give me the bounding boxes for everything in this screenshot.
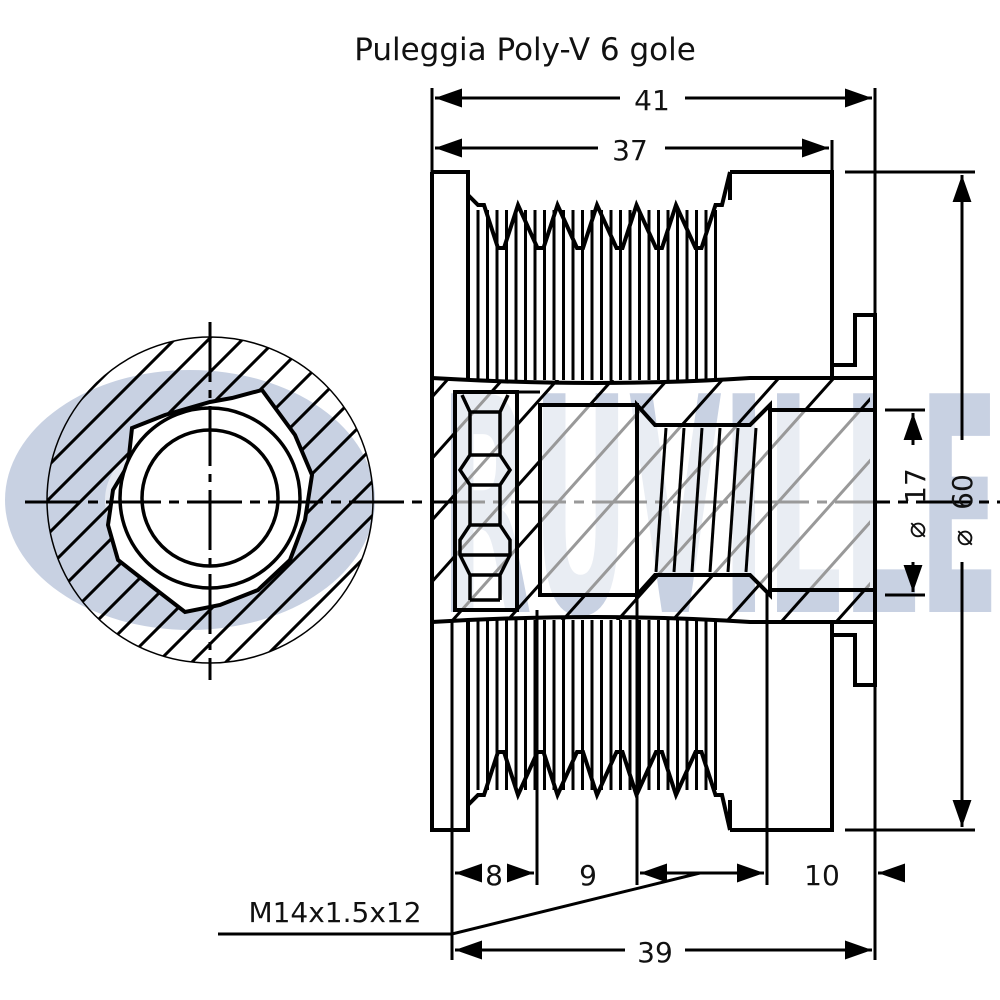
hatch-line [186, 337, 373, 663]
thread-line [726, 427, 740, 573]
spline-detail [457, 394, 513, 602]
bore-rear [768, 408, 877, 592]
hatch-line [47, 337, 284, 663]
thread-line [708, 427, 722, 573]
groove-lines [476, 210, 717, 790]
dim-thread-length: 9 [579, 859, 597, 892]
thread-leader [218, 871, 701, 936]
thread-line [690, 427, 704, 573]
dim-hub-length: 39 [637, 936, 673, 969]
side-view [430, 170, 877, 832]
hatch-line [118, 337, 373, 663]
thread-line [672, 427, 686, 573]
thread-spec-label: M14x1.5x12 [248, 896, 421, 929]
hatch-line [220, 337, 373, 663]
hatch-line [47, 337, 216, 663]
thread-lines [654, 427, 758, 573]
hub-section [430, 375, 877, 625]
front-recess [453, 390, 519, 612]
hatch-line [152, 337, 373, 663]
thread-line [744, 427, 758, 573]
dim-front-depth: 8 [485, 859, 503, 892]
dimensions: 41 37 ⌀ 60 ⌀ 17 8 9 10 M14x1.5x1 [218, 84, 979, 969]
drawing-title: Puleggia Poly-V 6 gole [354, 32, 696, 68]
dim-outer-diameter: 60 [946, 474, 979, 510]
dim-overall-length: 41 [634, 84, 670, 117]
dim-pulley-width: 37 [612, 134, 648, 167]
dim-bore-diameter-symbol: ⌀ [899, 522, 932, 539]
dim-outer-diameter-symbol: ⌀ [946, 530, 979, 547]
hatch-line [818, 380, 870, 620]
hatch-line [47, 337, 250, 663]
hatch-line [432, 380, 577, 620]
bore-front [538, 403, 639, 597]
hatch-line [763, 380, 870, 620]
thread-line [654, 427, 668, 573]
dim-rear-length: 10 [804, 859, 840, 892]
dim-bore-diameter: 17 [899, 468, 932, 504]
